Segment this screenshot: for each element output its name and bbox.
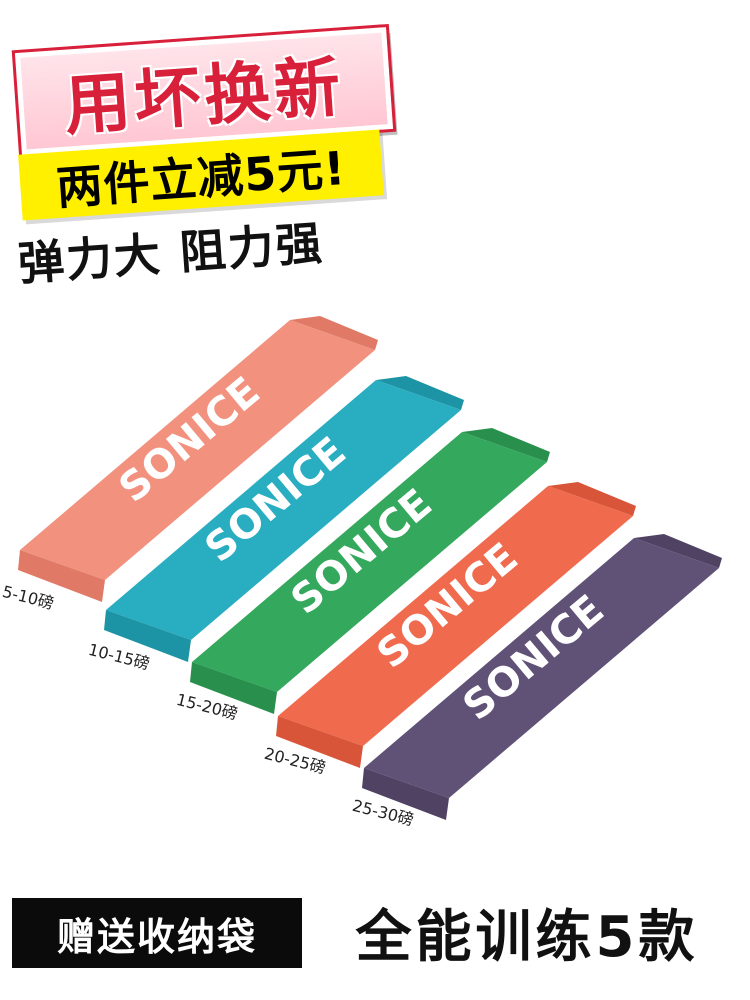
band-body <box>20 320 375 580</box>
band-back-loop <box>290 316 378 350</box>
training-count-text: 全能训练5款 <box>355 904 699 970</box>
gift-bag-text: 赠送收纳袋 <box>56 914 257 959</box>
training-count-title: 全能训练5款 <box>312 892 742 972</box>
band-body <box>364 538 719 798</box>
band-body <box>192 432 547 692</box>
band-body <box>278 486 633 746</box>
gift-bag-badge: 赠送收纳袋 <box>12 898 302 968</box>
band-back-loop <box>462 428 550 462</box>
band-fold <box>362 768 449 820</box>
band-back-loop <box>376 376 464 410</box>
band-back-loop <box>548 482 636 516</box>
band-fold <box>18 550 105 602</box>
resistance-bands-illustration: SONICE SONICE SONICE SONICE SONICE <box>18 316 722 820</box>
band-body <box>106 380 461 640</box>
band-back-loop <box>634 534 722 568</box>
band-fold <box>104 610 191 662</box>
headline-text: 用坏换新 <box>62 48 347 145</box>
band-fold <box>276 716 363 768</box>
band-fold <box>190 662 277 714</box>
